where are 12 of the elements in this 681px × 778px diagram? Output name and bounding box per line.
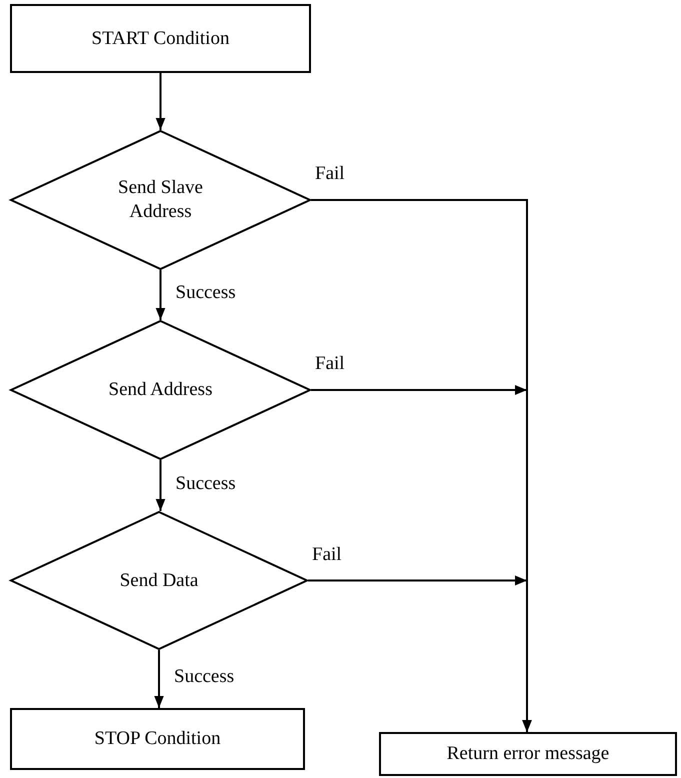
node-label: START Condition [92, 26, 230, 50]
decision-diamond [10, 130, 311, 270]
node-label: Send Address [108, 378, 212, 402]
decision-diamond [10, 511, 308, 650]
node-label: Return error message [446, 742, 610, 766]
node-label: Send Data [120, 568, 198, 592]
decision-diamond [10, 320, 311, 460]
node-label: Send Slave Address [117, 176, 204, 224]
node-label: STOP Condition [94, 727, 221, 751]
process-box [10, 4, 311, 73]
process-box [10, 708, 305, 770]
process-box [379, 732, 677, 776]
